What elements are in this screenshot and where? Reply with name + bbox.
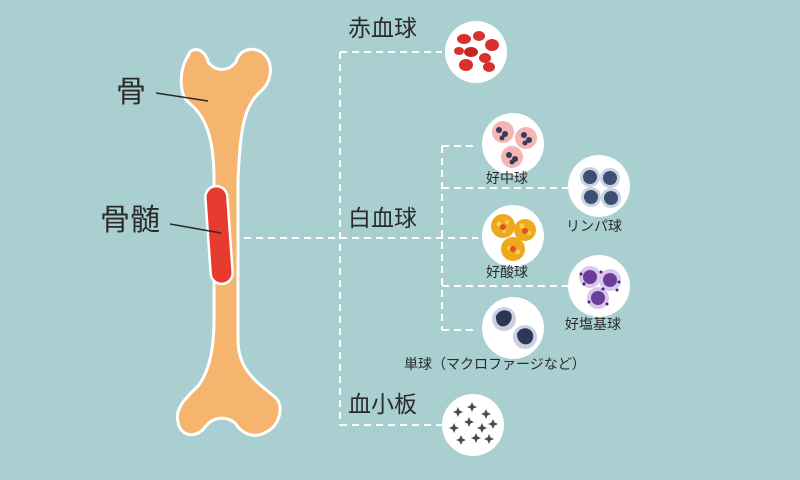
rbc-cell — [485, 39, 499, 51]
rbc-cell — [459, 59, 473, 71]
bone-pointer-line — [155, 92, 209, 102]
rbc-circle — [445, 21, 507, 83]
eosinophil-circle — [482, 205, 544, 267]
platelet-circle — [442, 394, 504, 456]
neutrophil-label: 好中球 — [486, 171, 528, 187]
bone-label: 骨 — [116, 75, 146, 110]
monocyte-label: 単球（マクロファージなど） — [404, 357, 586, 373]
rbc-cell — [454, 47, 464, 55]
lymphocyte-circle — [568, 155, 630, 217]
lymphocyte-label: リンパ球 — [566, 219, 622, 235]
wbc-label: 白血球 — [348, 206, 417, 232]
rbc-label: 赤血球 — [348, 16, 417, 42]
rbc-cell — [464, 47, 478, 57]
platelet-label: 血小板 — [348, 392, 417, 418]
basophil-label: 好塩基球 — [565, 317, 621, 333]
marrow-label: 骨髄 — [100, 203, 160, 238]
basophil-circle — [568, 255, 630, 317]
rbc-cell — [457, 34, 471, 44]
rbc-cell — [483, 62, 495, 72]
connector-lines — [232, 51, 568, 426]
monocyte-circle — [482, 297, 544, 359]
rbc-cell — [473, 31, 485, 41]
bone-marrow — [204, 184, 234, 286]
marrow-pointer-line — [169, 223, 222, 234]
rbc-cell — [479, 53, 491, 63]
eosinophil-label: 好酸球 — [486, 265, 528, 281]
bone-illustration — [155, 47, 282, 437]
neutrophil-circle — [482, 113, 544, 175]
